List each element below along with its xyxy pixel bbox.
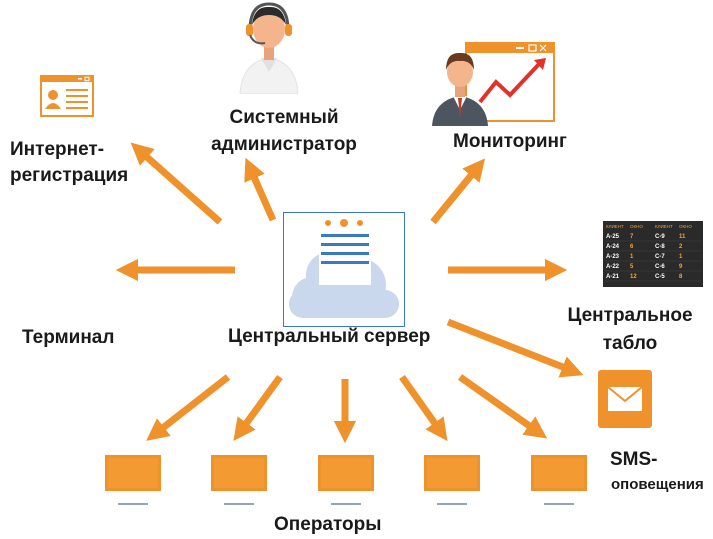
board-cell: А-24 bbox=[606, 244, 620, 250]
label-internet: Интернет- регистрация bbox=[10, 139, 129, 186]
operator-monitor-3 bbox=[318, 455, 374, 507]
board-header-cell: ОКНО bbox=[679, 224, 692, 229]
arrow-monitoring bbox=[430, 158, 486, 225]
label-server: Центральный сервер bbox=[228, 326, 431, 347]
board-cell: С-7 bbox=[655, 254, 665, 260]
arrow-op2 bbox=[233, 374, 283, 442]
arrow-internet bbox=[130, 142, 223, 225]
monitor-icon bbox=[105, 455, 161, 505]
board-cell: А-22 bbox=[606, 264, 620, 270]
label-operators: Операторы bbox=[274, 514, 382, 535]
label-sms-1: SMS- bbox=[610, 449, 658, 470]
operator-monitor-4 bbox=[424, 455, 480, 507]
board-cell: 1 bbox=[630, 254, 634, 260]
board-cell: 5 bbox=[630, 264, 634, 270]
board-cell: С-6 bbox=[655, 264, 665, 270]
board-cell: С-8 bbox=[655, 244, 665, 250]
board-header-cell: ОКНО bbox=[630, 224, 643, 229]
arrow-op1 bbox=[146, 374, 231, 441]
monitor-icon bbox=[211, 455, 267, 505]
board-cell: 2 bbox=[679, 244, 683, 250]
label-terminal: Терминал bbox=[22, 327, 115, 348]
cloud-server-icon bbox=[283, 212, 405, 327]
operator-monitor-5 bbox=[531, 455, 587, 507]
board-cell: А-21 bbox=[606, 274, 620, 280]
label-sysadmin: Системный администратор bbox=[211, 107, 357, 155]
arrow-sysadmin bbox=[244, 157, 277, 222]
arrow-sms bbox=[446, 318, 584, 378]
operator-monitor-1 bbox=[105, 455, 161, 507]
board-cell: А-23 bbox=[606, 254, 620, 260]
label-sms-2: оповещения bbox=[611, 476, 704, 493]
monitor-icon bbox=[424, 455, 480, 505]
board-cell: 8 bbox=[679, 274, 683, 280]
board-cell: 1 bbox=[679, 254, 683, 260]
board-header-cell: КЛИЕНТ bbox=[655, 224, 673, 229]
board-cell: 12 bbox=[630, 274, 637, 280]
board-cell: 7 bbox=[630, 234, 634, 240]
operator-monitor-2 bbox=[211, 455, 267, 507]
board-header-cell: КЛИЕНТ bbox=[606, 224, 624, 229]
envelope-icon bbox=[598, 370, 652, 428]
label-board: Центральное табло bbox=[567, 305, 693, 354]
board-cell: А-25 bbox=[606, 234, 620, 240]
board-cell: 6 bbox=[630, 244, 634, 250]
monitor-icon bbox=[318, 455, 374, 505]
board-cell: С-5 bbox=[655, 274, 665, 280]
arrow-op4 bbox=[399, 374, 448, 442]
arrow-op5 bbox=[457, 374, 548, 439]
chart-monitor-icon bbox=[430, 40, 556, 126]
headset-operator-icon bbox=[236, 0, 302, 95]
board-cell: С-9 bbox=[655, 234, 665, 240]
board-cell: 9 bbox=[679, 264, 683, 270]
label-monitoring: Мониторинг bbox=[453, 131, 567, 152]
registration-form-icon bbox=[40, 75, 94, 117]
board-cell: 11 bbox=[679, 234, 686, 240]
monitor-icon bbox=[531, 455, 587, 505]
